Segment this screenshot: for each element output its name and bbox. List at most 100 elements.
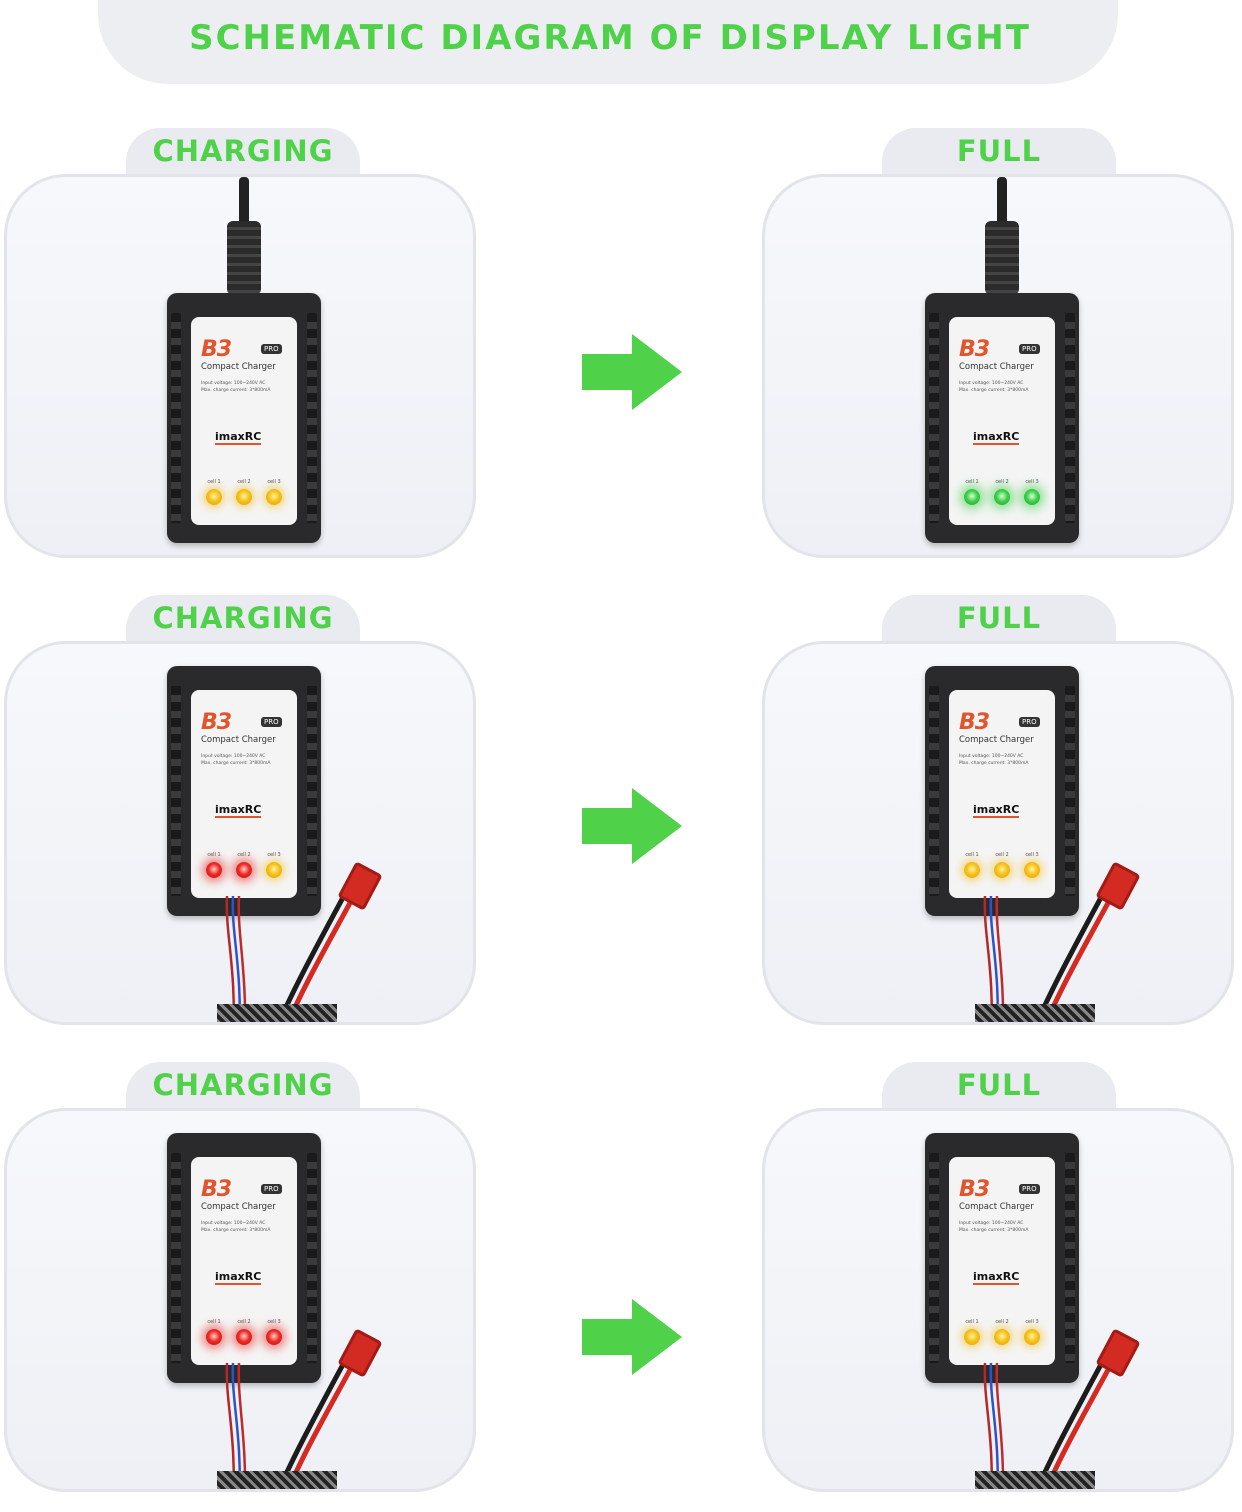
charger-device: B3 PRO Compact Charger Input voltage: 10… (167, 293, 321, 543)
lipo-battery (217, 1004, 337, 1022)
charger-device: B3 PRO Compact Charger Input voltage: 10… (925, 293, 1079, 543)
right-arrow-icon (582, 788, 682, 864)
vent-ribs-left (929, 313, 939, 523)
imaxrc-logo: imaxRC (215, 1270, 262, 1285)
charger-subtitle: Compact Charger (201, 735, 276, 745)
cell-indicator: cell 3 (1019, 1319, 1045, 1345)
page-title: SCHEMATIC DIAGRAM OF DISPLAY LIGHT (189, 18, 1031, 58)
status-led-icon (1024, 489, 1040, 505)
cell-indicators: cell 1 cell 2 cell 3 (201, 479, 287, 505)
status-led-icon (1024, 862, 1040, 878)
vent-ribs-right (307, 686, 317, 896)
cell-indicator: cell 2 (231, 1319, 257, 1345)
charger-specs: Input voltage: 100~240V AC Max. charge c… (959, 381, 1029, 393)
diagram-row: CHARGING B3 PRO Compact Charger Input vo… (0, 1062, 1242, 1512)
cell-label: cell 3 (267, 479, 281, 485)
charger-brand: B3 (959, 710, 990, 735)
charger-label-face: B3 PRO Compact Charger Input voltage: 10… (949, 690, 1055, 898)
vent-ribs-left (929, 1153, 939, 1363)
right-arrow-icon (582, 1299, 682, 1375)
charger-specs: Input voltage: 100~240V AC Max. charge c… (201, 381, 271, 393)
cell-label: cell 2 (237, 479, 251, 485)
wire (1034, 1363, 1105, 1489)
charger-device: B3 PRO Compact Charger Input voltage: 10… (925, 1133, 1079, 1383)
cell-label: cell 1 (965, 479, 979, 485)
charger-subtitle: Compact Charger (959, 1202, 1034, 1212)
cell-indicator: cell 3 (1019, 479, 1045, 505)
vent-ribs-right (307, 1153, 317, 1363)
power-plug (985, 221, 1019, 295)
vent-ribs-left (171, 313, 181, 523)
status-led-icon (1024, 1329, 1040, 1345)
vent-ribs-right (307, 313, 317, 523)
cell-indicator: cell 3 (1019, 852, 1045, 878)
vent-ribs-left (171, 1153, 181, 1363)
status-led-icon (964, 862, 980, 878)
charging-label: CHARGING (152, 601, 334, 635)
full-state-panel: B3 PRO Compact Charger Input voltage: 10… (762, 174, 1234, 558)
charging-state-panel: B3 PRO Compact Charger Input voltage: 10… (4, 174, 476, 558)
status-led-icon (994, 489, 1010, 505)
cell-label: cell 1 (207, 1319, 221, 1325)
status-led-icon (236, 1329, 252, 1345)
status-led-icon (266, 489, 282, 505)
cell-label: cell 3 (267, 852, 281, 858)
vent-ribs-left (171, 686, 181, 896)
vent-ribs-right (1065, 313, 1075, 523)
charging-state-panel: B3 PRO Compact Charger Input voltage: 10… (4, 1108, 476, 1492)
cell-label: cell 2 (237, 852, 251, 858)
charging-state-panel: B3 PRO Compact Charger Input voltage: 10… (4, 641, 476, 1025)
charger-device: B3 PRO Compact Charger Input voltage: 10… (167, 666, 321, 916)
charging-label: CHARGING (152, 134, 334, 168)
full-label: FULL (956, 1068, 1042, 1102)
imaxrc-logo: imaxRC (973, 803, 1020, 818)
status-led-icon (266, 1329, 282, 1345)
cell-indicator: cell 2 (989, 1319, 1015, 1345)
charger-label-face: B3 PRO Compact Charger Input voltage: 10… (949, 1157, 1055, 1365)
wire (285, 896, 357, 1022)
pro-badge: PRO (1019, 344, 1040, 354)
cell-indicator: cell 3 (261, 852, 287, 878)
cell-indicator: cell 1 (959, 479, 985, 505)
charger-subtitle: Compact Charger (959, 735, 1034, 745)
charger-subtitle: Compact Charger (201, 362, 276, 372)
cell-label: cell 1 (207, 479, 221, 485)
wire (276, 1363, 347, 1489)
charger-subtitle: Compact Charger (201, 1202, 276, 1212)
imaxrc-logo: imaxRC (973, 1270, 1020, 1285)
pro-badge: PRO (261, 1184, 282, 1194)
wire (1043, 1363, 1115, 1489)
cell-indicators: cell 1 cell 2 cell 3 (959, 1319, 1045, 1345)
charger-label-face: B3 PRO Compact Charger Input voltage: 10… (191, 1157, 297, 1365)
charger-label-face: B3 PRO Compact Charger Input voltage: 10… (949, 317, 1055, 525)
cell-indicators: cell 1 cell 2 cell 3 (201, 1319, 287, 1345)
status-led-icon (266, 862, 282, 878)
charger-brand: B3 (201, 1177, 232, 1202)
cell-indicator: cell 2 (989, 479, 1015, 505)
wire (1034, 896, 1105, 1022)
charger-specs: Input voltage: 100~240V AC Max. charge c… (959, 754, 1029, 766)
cell-indicator: cell 1 (201, 1319, 227, 1345)
cell-label: cell 2 (995, 479, 1009, 485)
cell-label: cell 3 (1025, 852, 1039, 858)
charger-brand: B3 (201, 337, 232, 362)
cell-indicator: cell 1 (959, 852, 985, 878)
lipo-battery (975, 1471, 1095, 1489)
diagram-row: CHARGING B3 PRO Compact Charger Input vo… (0, 128, 1242, 578)
cell-label: cell 2 (995, 1319, 1009, 1325)
cell-indicator: cell 3 (261, 479, 287, 505)
cell-label: cell 1 (207, 852, 221, 858)
cell-label: cell 1 (965, 852, 979, 858)
lipo-battery (975, 1004, 1095, 1022)
wire (276, 896, 347, 1022)
pro-badge: PRO (1019, 717, 1040, 727)
cell-label: cell 1 (965, 1319, 979, 1325)
status-led-icon (236, 489, 252, 505)
status-led-icon (994, 862, 1010, 878)
cell-indicators: cell 1 cell 2 cell 3 (959, 852, 1045, 878)
imaxrc-logo: imaxRC (215, 430, 262, 445)
lipo-battery (217, 1471, 337, 1489)
full-label: FULL (956, 134, 1042, 168)
pro-badge: PRO (261, 717, 282, 727)
wire (285, 1363, 357, 1489)
